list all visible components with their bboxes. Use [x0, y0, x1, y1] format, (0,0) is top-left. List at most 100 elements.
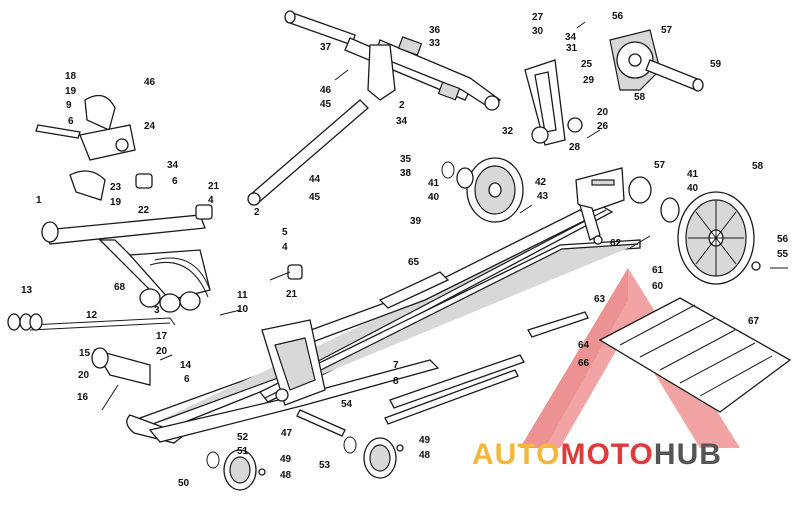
callout-c47: 47 — [281, 428, 293, 439]
lower-wheel-53 — [296, 409, 397, 479]
idler-wheel-39 — [441, 157, 524, 223]
callout-c3: 3 — [154, 305, 160, 316]
callout-c49b: 49 — [419, 435, 431, 446]
callout-c46b: 46 — [320, 85, 332, 96]
sprocket-57 — [609, 29, 704, 92]
callout-c59: 59 — [710, 59, 722, 70]
watermark-text-hub: HUB — [653, 438, 722, 471]
callout-c48b: 48 — [419, 450, 431, 461]
callout-c6a: 6 — [68, 116, 74, 127]
rear-axle-bracket — [575, 167, 625, 241]
callout-c41b: 41 — [687, 169, 699, 180]
callout-c55: 55 — [777, 249, 789, 260]
callout-c31: 31 — [566, 43, 578, 54]
callout-c29: 29 — [583, 75, 595, 86]
callout-c39: 39 — [410, 216, 422, 227]
callout-c50: 50 — [178, 478, 190, 489]
watermark-text-auto: AUTO — [472, 438, 561, 471]
callout-c57b: 57 — [654, 160, 666, 171]
callout-c19a: 19 — [65, 86, 77, 97]
callout-c5: 5 — [282, 227, 288, 238]
callout-c6c: 6 — [184, 374, 190, 385]
callout-c8: 8 — [393, 376, 399, 387]
callout-c57a: 57 — [661, 25, 673, 36]
callout-c15: 15 — [79, 348, 91, 359]
callout-c63: 63 — [594, 294, 606, 305]
callout-c7: 7 — [393, 360, 399, 371]
link-rod-44 — [247, 99, 369, 206]
callout-c19b: 19 — [110, 197, 122, 208]
callout-c37: 37 — [320, 42, 332, 53]
bushing-group-left — [35, 94, 303, 280]
callout-c42: 42 — [535, 177, 547, 188]
callout-c34c: 34 — [565, 32, 577, 43]
callout-c60: 60 — [652, 281, 664, 292]
callout-labels: 1223445666789101112131415161718191920202… — [21, 11, 789, 489]
front-shock-15 — [91, 347, 151, 411]
callout-c14: 14 — [180, 360, 192, 371]
callout-c34b: 34 — [396, 116, 408, 127]
callout-c61: 61 — [652, 265, 664, 276]
watermark-text-moto: MOTO — [560, 438, 654, 471]
callout-c35: 35 — [400, 154, 412, 165]
callout-c38: 38 — [400, 168, 412, 179]
front-arm-assembly — [41, 214, 211, 313]
callout-c20a: 20 — [156, 346, 168, 357]
callout-c44: 44 — [309, 174, 321, 185]
torsion-spring — [7, 313, 176, 331]
callout-c25: 25 — [581, 59, 593, 70]
callout-c56b: 56 — [777, 234, 789, 245]
callout-c20b: 20 — [78, 370, 90, 381]
callout-c45a: 45 — [320, 99, 332, 110]
pivot-bracket — [261, 319, 326, 406]
callout-c58b: 58 — [752, 161, 764, 172]
callout-c1: 1 — [36, 195, 42, 206]
callout-c40b: 40 — [687, 183, 699, 194]
callout-c68: 68 — [114, 282, 126, 293]
callout-c51: 51 — [237, 446, 249, 457]
callout-c11: 11 — [237, 290, 248, 301]
callout-c67: 67 — [748, 316, 760, 327]
callout-c43: 43 — [537, 191, 549, 202]
callout-c12: 12 — [86, 310, 98, 321]
callout-c49a: 49 — [280, 454, 292, 465]
callout-c28: 28 — [569, 142, 581, 153]
callout-c27: 27 — [532, 12, 544, 23]
callout-c2a: 2 — [254, 207, 260, 218]
triangle-a-logo — [520, 268, 740, 448]
callout-c32: 32 — [502, 126, 514, 137]
callout-c6b: 6 — [172, 176, 178, 187]
rear-arm-assembly — [284, 10, 502, 109]
callout-c46a: 46 — [144, 77, 156, 88]
callout-c33: 33 — [429, 38, 441, 49]
callout-c48a: 48 — [280, 470, 292, 481]
callout-c36: 36 — [429, 25, 441, 36]
callout-c52: 52 — [237, 432, 249, 443]
rear-wheel-58 — [628, 176, 755, 285]
callout-c22: 22 — [138, 205, 150, 216]
callout-c4b: 4 — [282, 242, 288, 253]
callout-c53: 53 — [319, 460, 331, 471]
callout-c23: 23 — [110, 182, 122, 193]
callout-c66: 66 — [578, 358, 590, 369]
callout-c30: 30 — [532, 26, 544, 37]
lower-wheel-50 — [206, 449, 257, 491]
wear-strip — [384, 311, 589, 425]
callout-c20c: 20 — [597, 107, 609, 118]
swing-arm-25 — [484, 59, 583, 146]
callout-c34a: 34 — [167, 160, 179, 171]
callout-c10: 10 — [237, 304, 249, 315]
callout-c40a: 40 — [428, 192, 440, 203]
callout-c2b: 2 — [399, 100, 405, 111]
callout-c18: 18 — [65, 71, 77, 82]
callout-c41a: 41 — [428, 178, 440, 189]
callout-c56a: 56 — [612, 11, 624, 22]
callout-c13: 13 — [21, 285, 33, 296]
callout-c64: 64 — [578, 340, 590, 351]
track-67 — [598, 297, 792, 413]
callout-c16: 16 — [77, 392, 89, 403]
callout-c65: 65 — [408, 257, 420, 268]
callout-c54: 54 — [341, 399, 353, 410]
